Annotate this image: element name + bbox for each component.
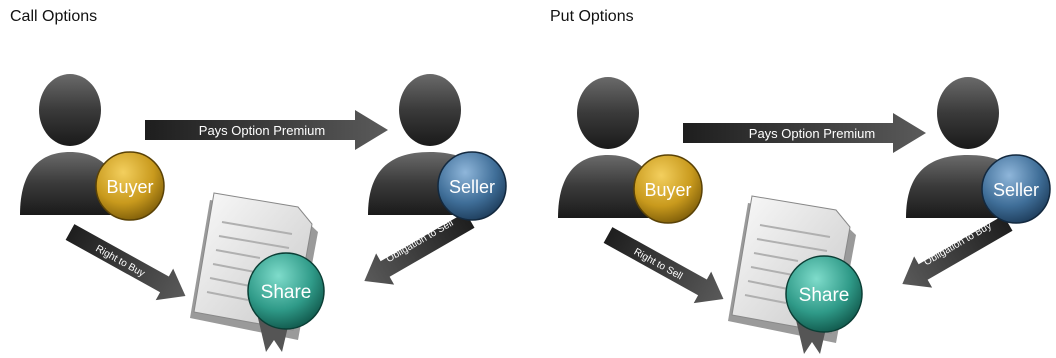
call-buyer-label: Buyer (106, 177, 153, 197)
call-seller-label: Seller (449, 177, 495, 197)
call-share-badge: Share (247, 252, 325, 330)
put-seller-obligation-arrow: Obligation to Buy (902, 215, 1013, 288)
call-premium-arrow: Pays Option Premium (145, 110, 388, 150)
put-share-badge: Share (785, 255, 863, 333)
put-buyer-label: Buyer (644, 180, 691, 200)
put-options-panel: Pays Option Premium (558, 77, 1051, 354)
call-buyer-badge: Buyer (95, 151, 165, 221)
put-buyer-badge: Buyer (633, 154, 703, 224)
call-options-title: Call Options (10, 8, 98, 25)
put-options-title: Put Options (550, 8, 634, 25)
call-options-panel: Pays Option Premium (20, 74, 507, 352)
put-premium-arrow: Pays Option Premium (683, 113, 926, 153)
put-buyer-person-icon (558, 77, 660, 218)
put-share-label: Share (799, 285, 850, 306)
call-share-label: Share (261, 282, 312, 303)
put-premium-label: Pays Option Premium (749, 126, 875, 141)
call-buyer-person-icon (20, 74, 122, 215)
put-buyer-right-arrow: Right to Sell (603, 227, 724, 304)
put-seller-label: Seller (993, 180, 1039, 200)
put-seller-badge: Seller (981, 154, 1051, 224)
call-premium-label: Pays Option Premium (199, 123, 325, 138)
call-buyer-right-arrow: Right to Buy (65, 224, 186, 301)
call-seller-badge: Seller (437, 151, 507, 221)
